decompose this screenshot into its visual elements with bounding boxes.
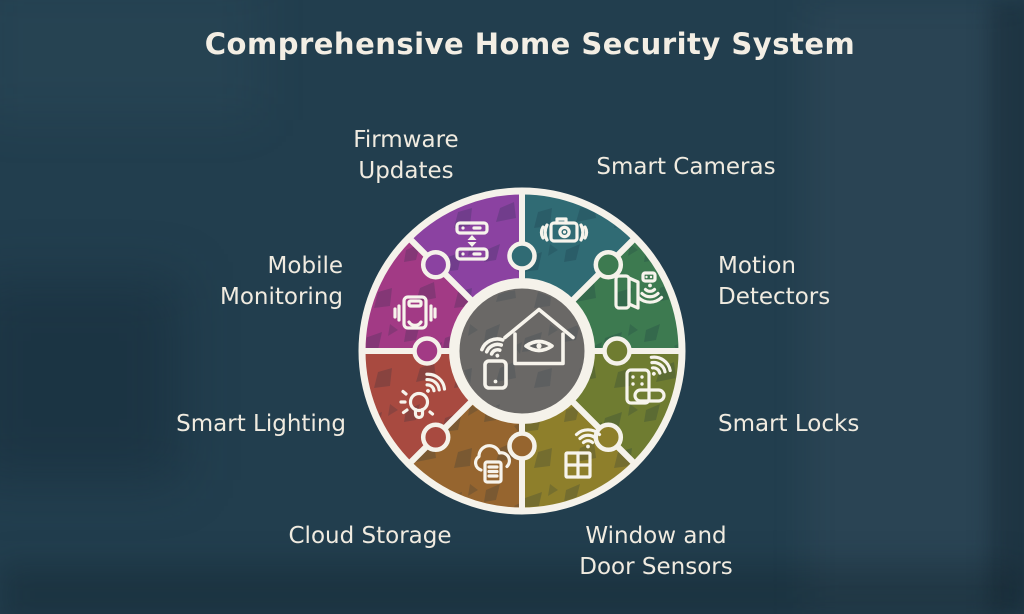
puzzle-tab bbox=[412, 336, 442, 366]
label-mobile-monitoring: Mobile Monitoring bbox=[220, 253, 343, 310]
label-cloud-storage: Cloud Storage bbox=[288, 523, 452, 549]
puzzle-tab bbox=[420, 422, 451, 453]
label-smart-cameras: Smart Cameras bbox=[596, 154, 776, 180]
outer-ring bbox=[358, 187, 686, 515]
puzzle-tab bbox=[507, 241, 537, 271]
page-title: Comprehensive Home Security System bbox=[204, 27, 856, 61]
home-eye-monitoring-icon bbox=[478, 307, 575, 390]
cloud-storage-icon bbox=[474, 444, 511, 484]
motion-detector-icon bbox=[614, 271, 664, 310]
puzzle-tab bbox=[602, 336, 632, 366]
house-eye-icon bbox=[503, 307, 575, 366]
label-window-door-sensors: Window and Door Sensors bbox=[579, 523, 733, 580]
smart-lock-icon bbox=[625, 351, 675, 405]
smart-bulb-icon bbox=[399, 369, 450, 420]
puzzle-tab bbox=[593, 249, 624, 280]
puzzle-tabs bbox=[412, 241, 632, 461]
label-motion-detectors: Motion Detectors bbox=[718, 253, 831, 310]
smartphone-signal-icon bbox=[478, 333, 511, 390]
puzzle-tab bbox=[420, 249, 451, 280]
puzzle-tab bbox=[507, 431, 537, 461]
firmware-update-icon bbox=[455, 221, 489, 261]
puzzle-tab bbox=[593, 422, 624, 453]
mobile-vibrate-icon bbox=[393, 295, 437, 330]
label-smart-lighting: Smart Lighting bbox=[176, 411, 346, 437]
label-firmware-updates: Firmware Updates bbox=[353, 127, 459, 184]
window-sensor-icon bbox=[564, 428, 602, 479]
label-smart-locks: Smart Locks bbox=[718, 411, 860, 437]
camera-shake-icon bbox=[539, 217, 589, 243]
